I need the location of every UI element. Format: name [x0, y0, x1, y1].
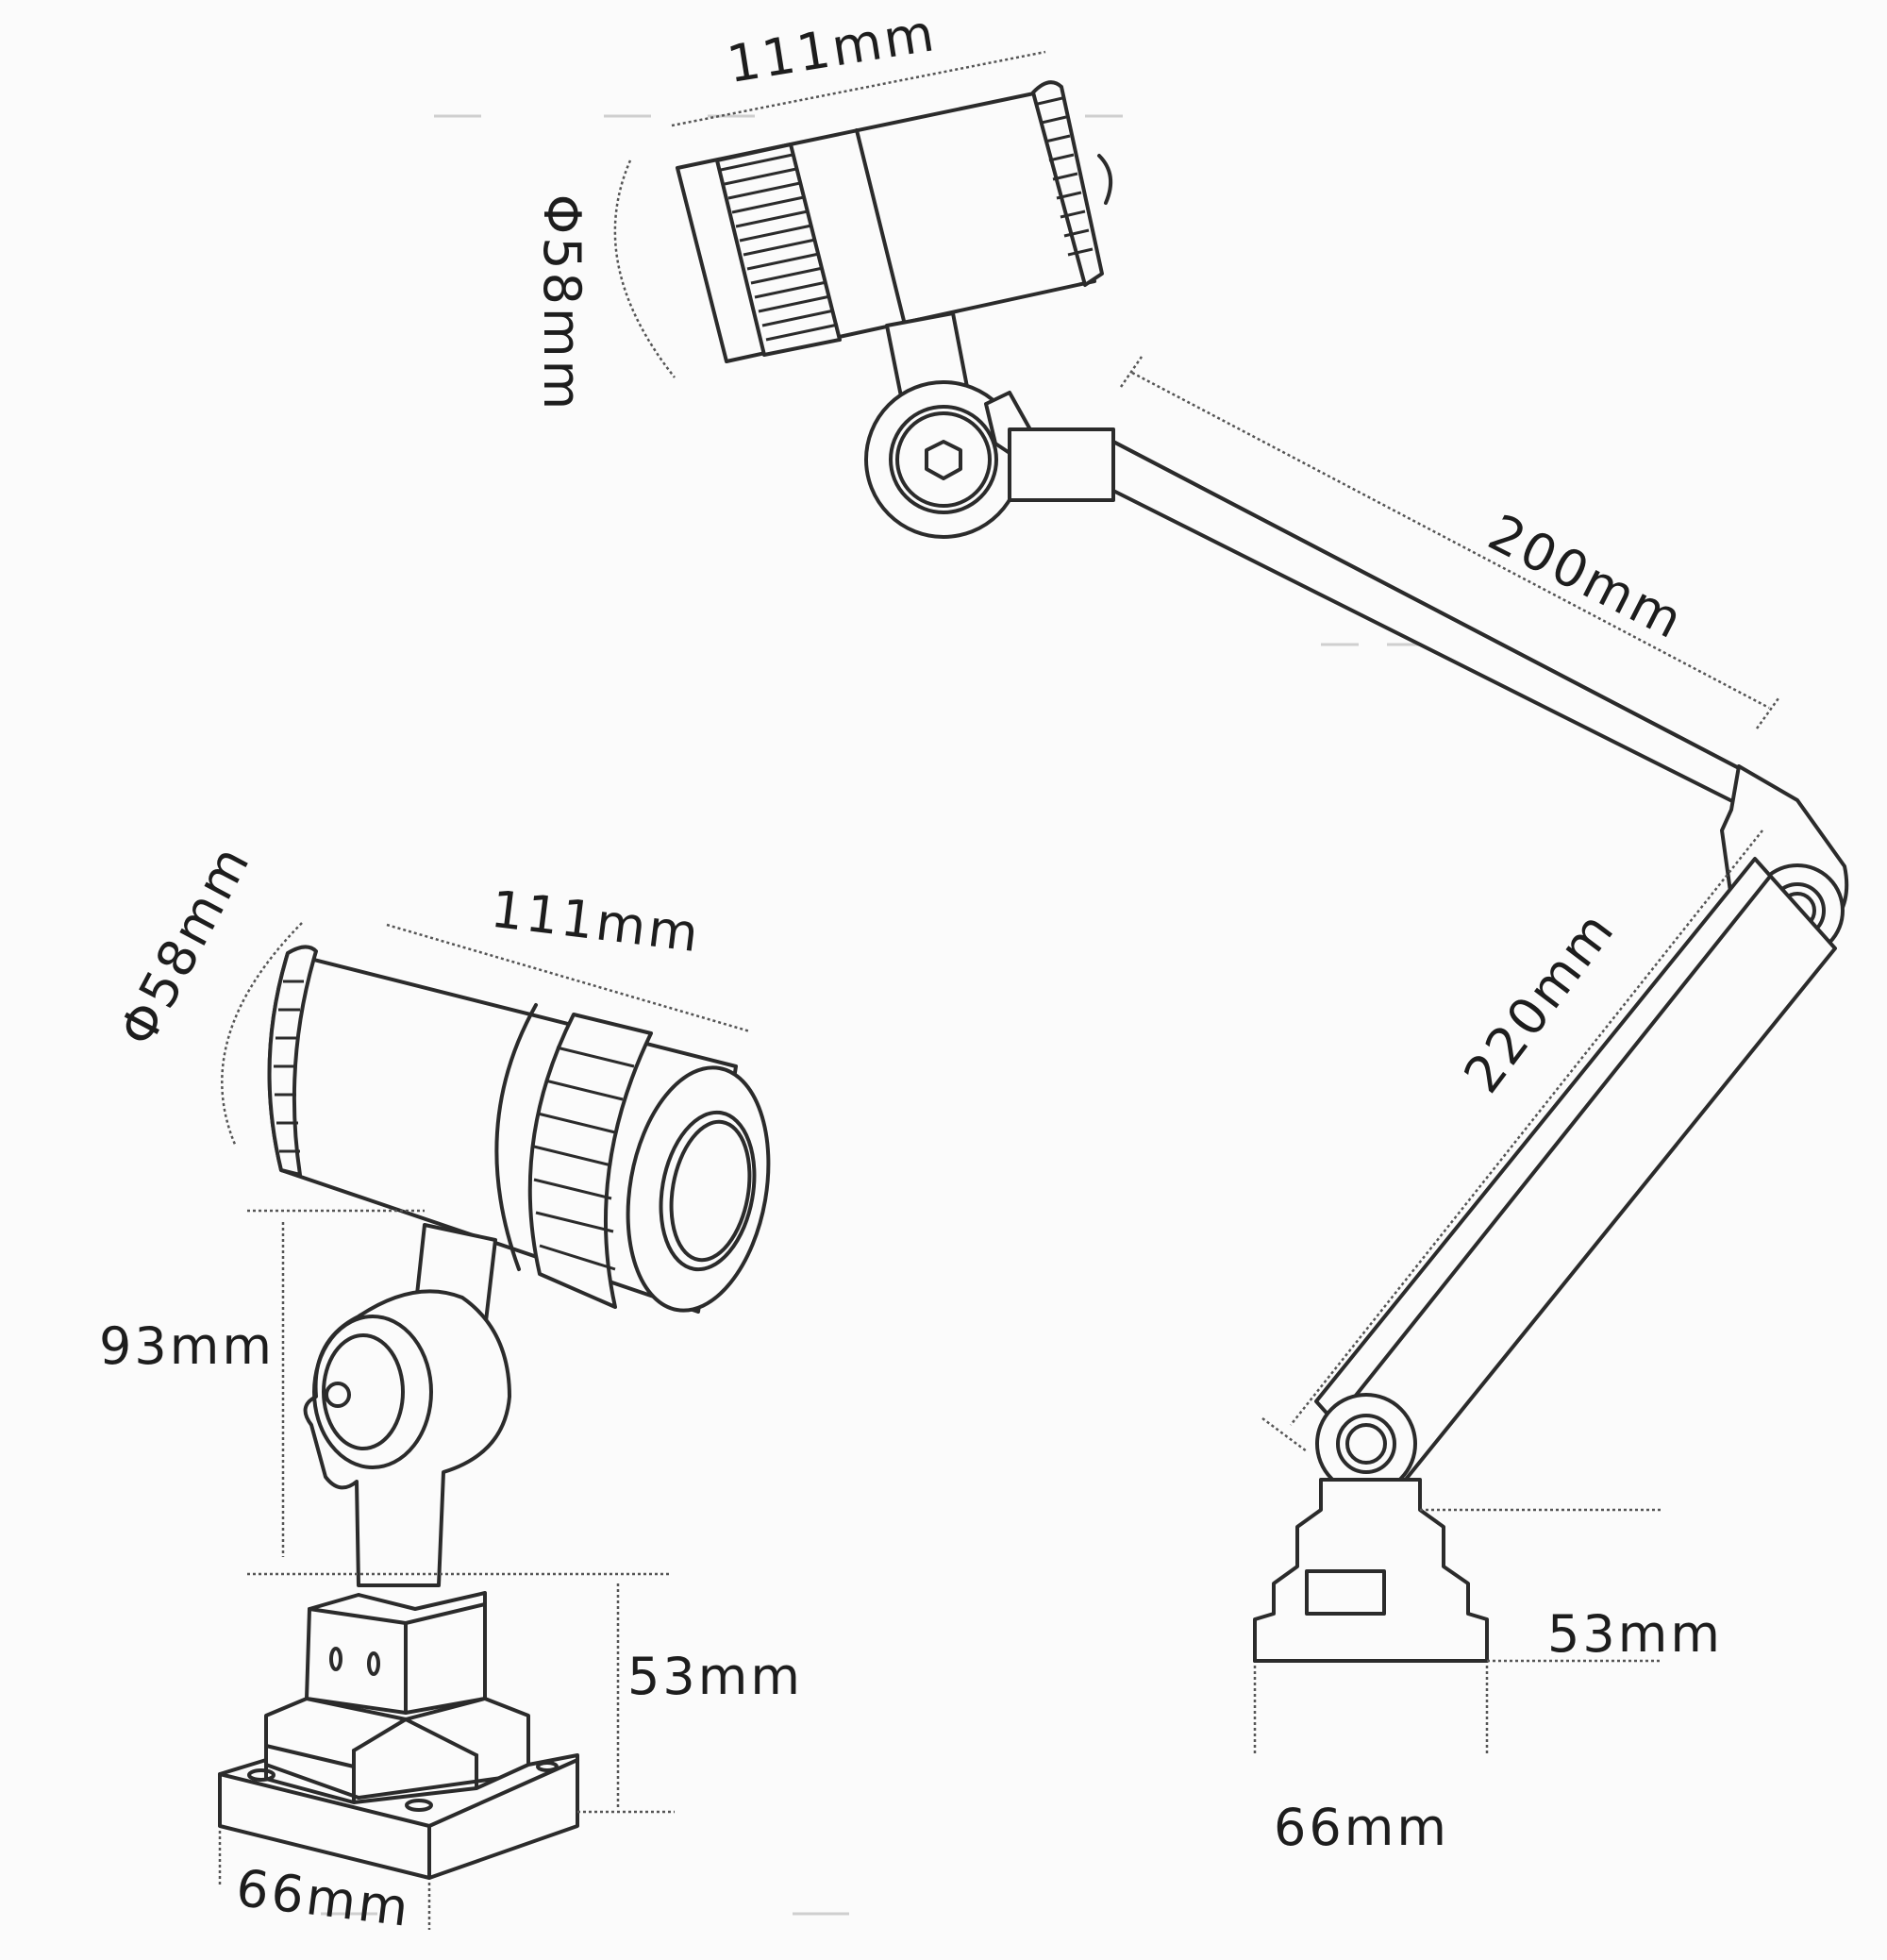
short-lamp-head	[267, 945, 771, 1314]
short-base-height-label: 53mm	[627, 1647, 803, 1706]
articulated-head-diameter-label: Φ58mm	[532, 193, 593, 413]
articulated-lamp-head	[676, 80, 1113, 363]
short-lamp-base	[218, 1591, 579, 1880]
articulated-lamp-base	[1253, 1478, 1489, 1663]
screw-hole-icon	[367, 1651, 380, 1676]
articulated-base-height-label: 53mm	[1547, 1604, 1723, 1664]
middle-knurl	[533, 1046, 635, 1271]
rear-cap-knurl	[1037, 96, 1094, 257]
hex-screw-icon	[925, 440, 962, 480]
short-lamp-stem-joint	[303, 1223, 511, 1587]
articulated-lamp-swivel-joint	[864, 311, 1115, 539]
base-joint	[1315, 1393, 1417, 1495]
articulated-base-width-label: 66mm	[1274, 1798, 1449, 1857]
screw-hole-icon	[329, 1647, 342, 1671]
articulated-lamp-dimension-lines	[613, 50, 1780, 1755]
knurl-pattern	[720, 153, 839, 342]
stem-height-label: 93mm	[99, 1316, 275, 1376]
short-lamp-dimension-lines	[218, 922, 751, 1930]
front-knurl	[274, 980, 304, 1153]
